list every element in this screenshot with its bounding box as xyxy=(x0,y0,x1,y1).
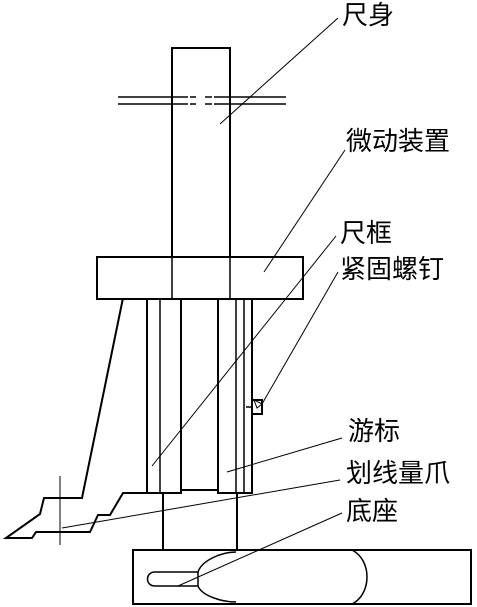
leader-base xyxy=(177,512,343,587)
leader-scribing-jaw xyxy=(61,479,341,529)
label-base: 底座 xyxy=(346,497,398,527)
label-lock-screw: 紧固螺钉 xyxy=(340,255,444,285)
leader-lines xyxy=(61,17,346,587)
leader-fine-adjust xyxy=(263,149,346,273)
label-scribing-jaw: 划线量爪 xyxy=(346,459,450,489)
label-ruler-frame: 尺框 xyxy=(340,219,392,249)
label-ruler-body: 尺身 xyxy=(342,1,394,31)
label-fine-adjust: 微动装置 xyxy=(346,127,450,157)
leader-vernier xyxy=(226,437,343,473)
labels: 尺身 微动装置 尺框 紧固螺钉 游标 划线量爪 底座 xyxy=(340,1,450,527)
leader-ruler-body xyxy=(219,17,339,125)
label-vernier: 游标 xyxy=(348,417,400,447)
scribing-jaw xyxy=(2,297,148,545)
ruler-frame xyxy=(96,256,304,300)
leader-ruler-frame xyxy=(151,235,337,467)
leader-lock-screw xyxy=(261,271,339,405)
